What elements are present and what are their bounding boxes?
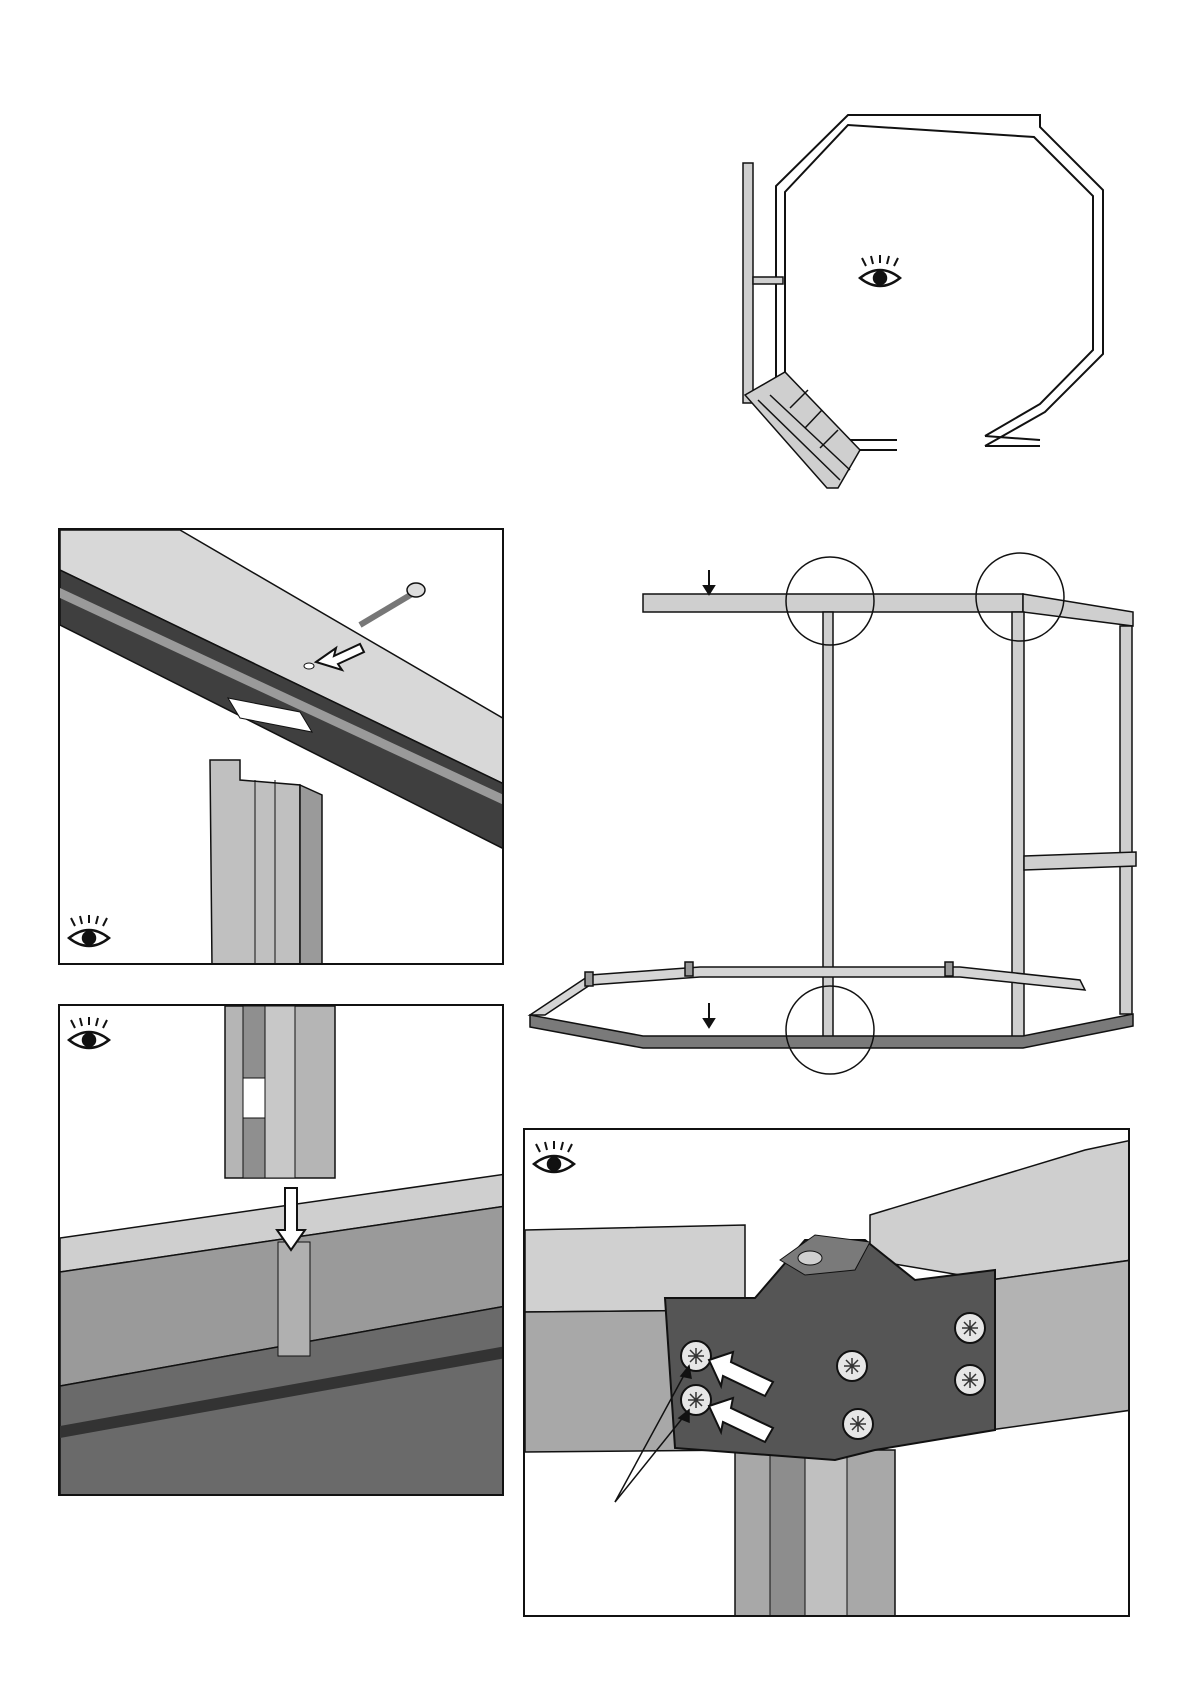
- eye-icon: [529, 1136, 579, 1186]
- right-post-b: [1120, 626, 1132, 1014]
- down-arrow-icon: [704, 1003, 714, 1027]
- beam-slot: [278, 1242, 310, 1356]
- detail-corner-bracket-screws: [523, 1128, 1130, 1617]
- eye-icon: [64, 1012, 114, 1062]
- top-beam: [643, 594, 1023, 612]
- beam-right-top: [870, 1140, 1130, 1280]
- top-beam-right: [1023, 594, 1133, 626]
- down-arrow-icon: [704, 570, 714, 594]
- right-crossbar: [1024, 852, 1136, 870]
- base-frame-back: [530, 967, 1085, 1015]
- detail-post-slot: [58, 1004, 504, 1496]
- beam-right-face: [990, 1260, 1130, 1430]
